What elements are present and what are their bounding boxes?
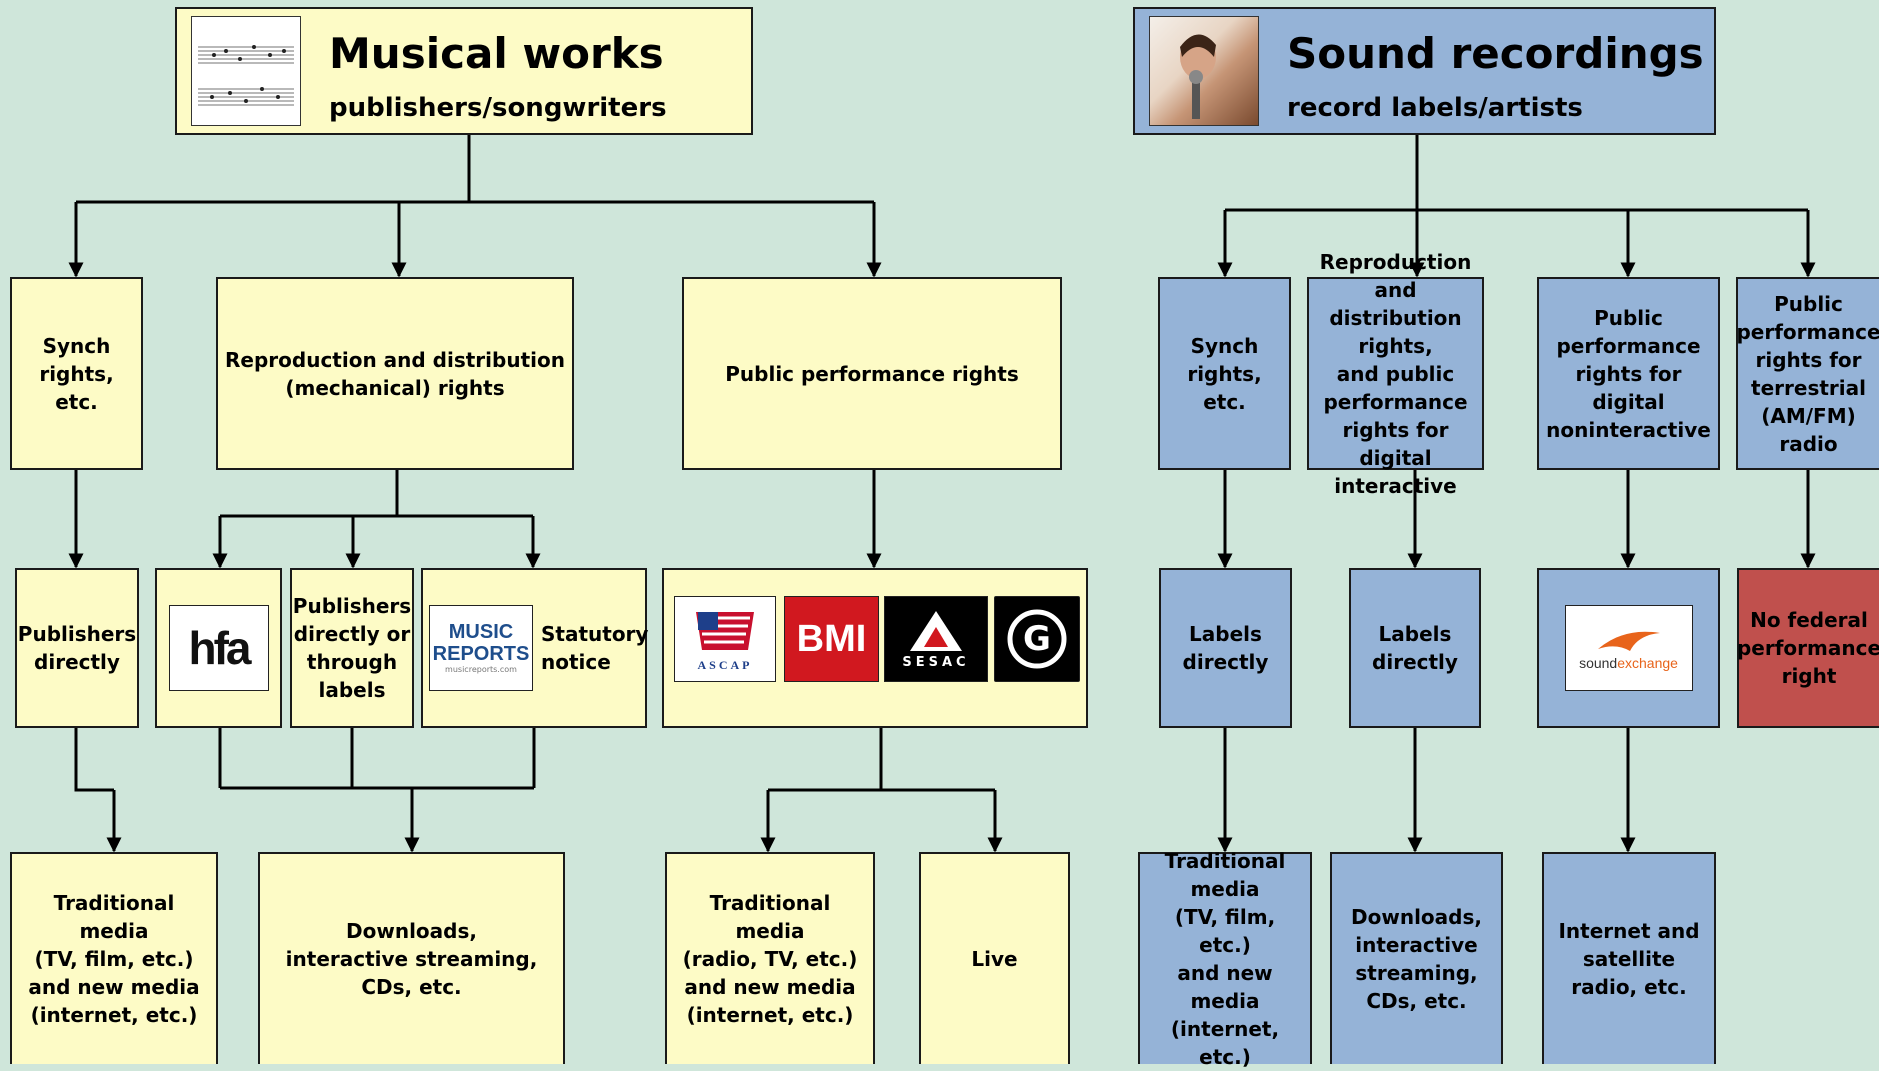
gmr-label: G [1023,619,1051,659]
music-reports-logo-text: MUSIC REPORTS [432,621,530,665]
hfa-logo: hfa [168,605,269,691]
mw-synch-rights-box: Synch rights, etc. [10,277,143,470]
sr-synch-rights-box: Synch rights, etc. [1158,277,1291,470]
sr-downloads-box: Downloads, interactive streaming, CDs, e… [1330,852,1503,1064]
sr-repro-interactive-box: Reproduction and distribution rights, an… [1307,250,1484,498]
musical-works-header: Musical works publishers/songwriters [175,7,753,135]
sound-recordings-header: Sound recordings record labels/artists [1133,7,1716,135]
soundexchange-box: soundexchange [1537,568,1720,728]
musical-works-subtitle: publishers/songwriters [329,93,667,123]
soundexchange-swoosh-icon [1597,631,1660,651]
music-reports-box: MUSIC REPORTS musicreports.com Statutory… [421,568,649,728]
sr-noninteractive-box: Public performance rights for digital no… [1537,277,1720,470]
sr-traditional-media-box: Traditional media (TV, film, etc.) and n… [1138,849,1312,1069]
sr-labels-directly-box-1: Labels directly [1159,568,1292,728]
mw-traditional-media-box: Traditional media (TV, film, etc.) and n… [10,852,218,1064]
mw-reproduction-rights-box: Reproduction and distribution (mechanica… [216,277,574,470]
music-reports-url: musicreports.com [445,665,517,674]
musical-works-title: Musical works [329,29,664,78]
soundexchange-logo-sound: sound [1579,655,1618,671]
mw-traditional-radio-box: Traditional media (radio, TV, etc.) and … [665,852,875,1064]
ascap-label: ASCAP [697,658,753,672]
sound-recordings-subtitle: record labels/artists [1287,93,1583,123]
sr-terrestrial-box: Public performance rights for terrestria… [1736,277,1879,470]
sr-labels-directly-box-2: Labels directly [1349,568,1481,728]
sound-recordings-title: Sound recordings [1287,29,1704,78]
ascap-logo: ASCAP [674,596,776,682]
bmi-logo: BMI [784,596,879,682]
sr-internet-satellite-box: Internet and satellite radio, etc. [1542,852,1716,1064]
singer-photo [1149,16,1259,126]
bmi-label: BMI [796,618,867,660]
mw-downloads-box: Downloads, interactive streaming, CDs, e… [258,852,565,1064]
gmr-logo: G [994,596,1080,682]
mw-publishers-directly-box: Publishers directly [15,568,139,728]
statutory-notice-label: Statutory notice [541,622,649,674]
hfa-logo-text: hfa [188,622,252,674]
music-reports-logo: MUSIC REPORTS musicreports.com [429,605,533,691]
sesac-label: SESAC [902,655,970,670]
pro-logos-box: ASCAP BMI SESAC G [662,568,1088,728]
gmr-circle-icon [1007,609,1067,669]
soundexchange-logo-exchange: exchange [1617,655,1678,671]
mw-public-performance-box: Public performance rights [682,277,1062,470]
hfa-box: hfa [155,568,282,728]
mw-live-box: Live [919,852,1070,1064]
sr-no-federal-right-box: No federal performance right [1737,568,1879,728]
soundexchange-logo: soundexchange [1564,605,1693,691]
mw-publishers-or-labels-box: Publishers directly or through labels [290,568,414,728]
sesac-logo: SESAC [884,596,988,682]
sheet-music-image [191,16,301,126]
